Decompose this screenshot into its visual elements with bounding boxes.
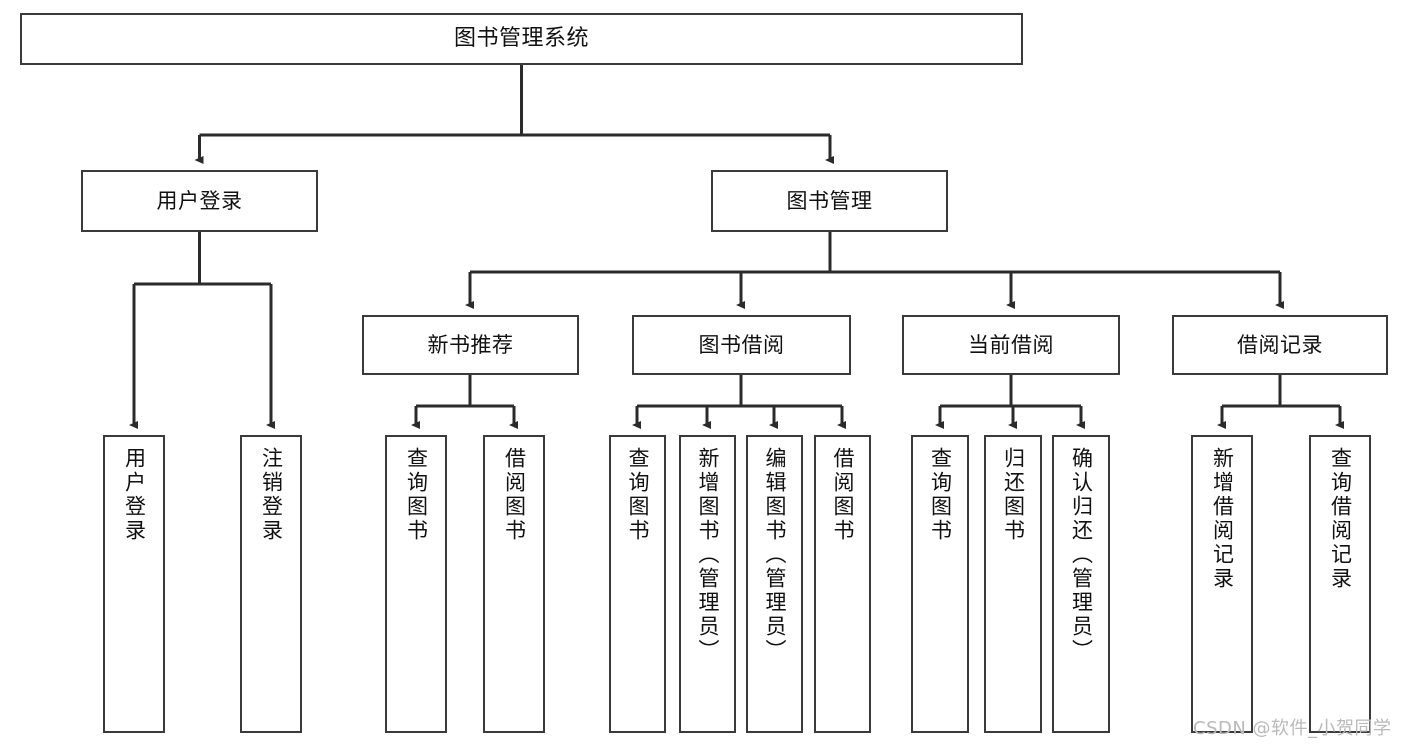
- node-leaf-add-borrow-record-label: 新增借阅记录: [1210, 447, 1235, 591]
- node-new-book-recommend-label: 新书推荐: [427, 332, 514, 357]
- node-leaf-borrow-book-recommend-label: 借阅图书: [502, 447, 527, 543]
- node-leaf-query-borrow-record[interactable]: 查询借阅记录: [1309, 435, 1371, 733]
- node-leaf-return-book[interactable]: 归还图书: [984, 435, 1042, 733]
- node-leaf-query-book-current-label: 查询图书: [928, 447, 953, 543]
- node-current-borrow-label: 当前借阅: [968, 332, 1054, 357]
- node-leaf-confirm-return-label: 确认归还（管理员）: [1069, 447, 1094, 663]
- node-borrow-record-label: 借阅记录: [1237, 332, 1323, 357]
- node-leaf-query-book-borrow[interactable]: 查询图书: [609, 435, 666, 733]
- node-leaf-query-book-recommend-label: 查询图书: [404, 447, 429, 543]
- node-leaf-logout[interactable]: 注销登录: [240, 435, 302, 733]
- node-leaf-query-book-recommend[interactable]: 查询图书: [385, 435, 447, 733]
- node-leaf-edit-book-label: 编辑图书（管理员）: [763, 447, 787, 663]
- node-leaf-confirm-return[interactable]: 确认归还（管理员）: [1052, 435, 1110, 733]
- node-leaf-query-book-current[interactable]: 查询图书: [911, 435, 969, 733]
- node-current-borrow[interactable]: 当前借阅: [902, 315, 1120, 375]
- node-book-manage[interactable]: 图书管理: [711, 170, 948, 232]
- node-leaf-query-book-borrow-label: 查询图书: [626, 447, 650, 543]
- csdn-watermark: CSDN @软件_小贺同学: [1193, 718, 1392, 739]
- node-leaf-add-book[interactable]: 新增图书（管理员）: [679, 435, 736, 733]
- node-new-book-recommend[interactable]: 新书推荐: [362, 315, 579, 375]
- node-leaf-logout-label: 注销登录: [259, 447, 284, 543]
- node-leaf-query-borrow-record-label: 查询借阅记录: [1328, 447, 1353, 591]
- node-book-borrow-label: 图书借阅: [698, 332, 785, 357]
- node-leaf-borrow-book[interactable]: 借阅图书: [814, 435, 871, 733]
- node-leaf-user-login[interactable]: 用户登录: [103, 435, 165, 733]
- node-root-label: 图书管理系统: [453, 26, 589, 52]
- node-leaf-borrow-book-label: 借阅图书: [831, 447, 855, 543]
- node-book-manage-label: 图书管理: [786, 188, 873, 213]
- node-root[interactable]: 图书管理系统: [20, 13, 1023, 65]
- node-borrow-record[interactable]: 借阅记录: [1172, 315, 1388, 375]
- node-leaf-add-book-label: 新增图书（管理员）: [696, 447, 720, 663]
- node-user-login-label: 用户登录: [156, 188, 243, 213]
- node-book-borrow[interactable]: 图书借阅: [632, 315, 851, 375]
- node-leaf-edit-book[interactable]: 编辑图书（管理员）: [746, 435, 803, 733]
- node-leaf-add-borrow-record[interactable]: 新增借阅记录: [1191, 435, 1253, 733]
- node-leaf-borrow-book-recommend[interactable]: 借阅图书: [483, 435, 545, 733]
- node-user-login[interactable]: 用户登录: [81, 170, 318, 232]
- node-leaf-user-login-label: 用户登录: [122, 447, 147, 543]
- node-leaf-return-book-label: 归还图书: [1001, 447, 1026, 543]
